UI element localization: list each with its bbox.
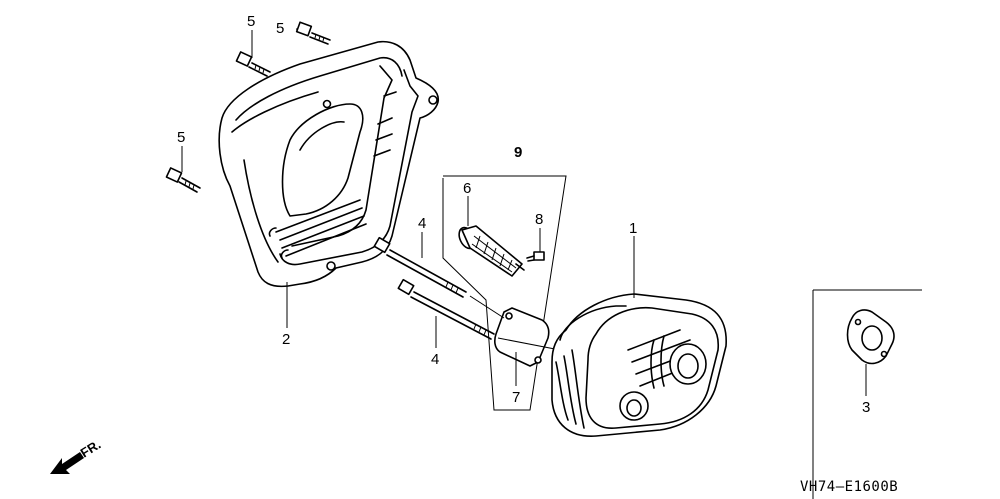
callout-3: 3: [862, 399, 870, 416]
diagram-code: VH74—E1600B: [800, 479, 898, 495]
callout-5-left: 5: [177, 129, 185, 146]
callout-9: 9: [514, 144, 522, 161]
callout-1: 1: [629, 220, 637, 237]
flange-bolt-part-5-top: [295, 21, 331, 45]
callout-6: 6: [463, 180, 471, 197]
leader-lines: [181, 28, 867, 396]
callout-5-top-right: 5: [276, 20, 284, 37]
arrester-gasket-part-7: [494, 307, 550, 367]
callout-7: 7: [512, 389, 520, 406]
flange-bolt-part-5-middle: [235, 51, 271, 77]
callout-2: 2: [282, 331, 290, 348]
callout-8: 8: [535, 211, 543, 228]
muffler-protector-part-2: [218, 40, 440, 288]
muffler-bolt-part-4-lower: [397, 278, 495, 340]
callout-4-lower: 4: [431, 351, 439, 368]
muffler-part-1: [551, 293, 727, 437]
screw-part-8: [526, 251, 545, 262]
callout-4-upper: 4: [418, 215, 426, 232]
muffler-gasket-part-3: [812, 289, 922, 499]
assembly-9-bracket: [442, 175, 567, 411]
callout-5-top-left: 5: [247, 13, 255, 30]
muffler-bolt-part-4-upper: [373, 236, 467, 298]
front-direction-arrow: FR.: [50, 437, 103, 474]
spark-arrester-part-6: [458, 225, 525, 277]
flange-bolt-part-5-left: [165, 167, 201, 193]
